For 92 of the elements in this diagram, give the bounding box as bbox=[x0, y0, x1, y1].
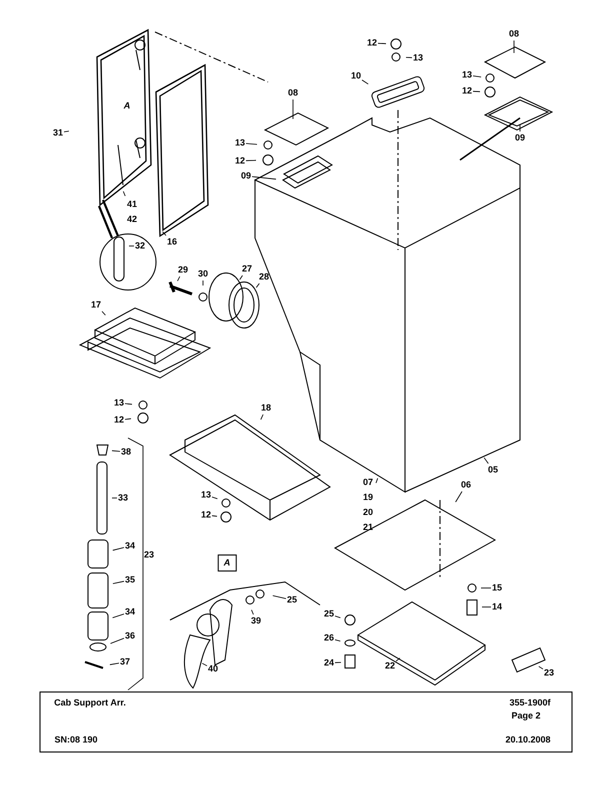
leader-line bbox=[378, 42, 386, 44]
callout-number: 06 bbox=[461, 480, 471, 490]
callout-number: 13 bbox=[235, 138, 245, 148]
leader-line bbox=[212, 515, 218, 517]
callout-number: 09 bbox=[241, 170, 251, 182]
callout-number: 28 bbox=[259, 272, 269, 282]
callout-number: 23 bbox=[544, 668, 554, 678]
leader-line bbox=[292, 99, 294, 120]
callout-number: 05 bbox=[488, 464, 498, 476]
callout-number: 17 bbox=[91, 300, 101, 310]
callout-number: 30 bbox=[198, 268, 208, 280]
callout-number: 09 bbox=[515, 132, 525, 144]
leader-line bbox=[124, 403, 132, 405]
drawing-number: 355-1900f bbox=[509, 698, 551, 708]
leader-line bbox=[272, 595, 286, 599]
callout-number: 13 bbox=[201, 490, 211, 500]
callout-number: 29 bbox=[178, 264, 188, 276]
leader-line bbox=[376, 478, 378, 484]
callout-number: 15 bbox=[492, 582, 502, 594]
callout-number: 14 bbox=[492, 602, 502, 612]
callout-number: 12 bbox=[235, 156, 245, 166]
leader-line bbox=[455, 491, 462, 502]
callout-number: 13 bbox=[413, 52, 423, 64]
leader-line bbox=[110, 662, 120, 666]
callout-number: 16 bbox=[167, 236, 177, 248]
callout-number: 33 bbox=[118, 492, 128, 504]
leader-line bbox=[472, 90, 480, 92]
leader-line bbox=[162, 231, 166, 236]
callout-number: 35 bbox=[125, 574, 135, 586]
callout-number: 22 bbox=[385, 660, 395, 672]
callout-number: 10 bbox=[351, 70, 361, 82]
leader-line bbox=[482, 606, 492, 608]
leader-line bbox=[202, 280, 204, 286]
leader-line bbox=[256, 283, 260, 288]
view-label: A bbox=[124, 100, 130, 112]
callout-number: 32 bbox=[135, 240, 145, 252]
leader-line bbox=[122, 191, 126, 196]
serial-number: SN:08 190 bbox=[54, 734, 98, 746]
callout-number: 37 bbox=[120, 656, 130, 668]
callout-number: 13 bbox=[462, 70, 472, 80]
leader-line bbox=[112, 580, 124, 584]
date: 20.10.2008 bbox=[505, 734, 551, 746]
callout-number: 40 bbox=[208, 664, 218, 674]
leader-line bbox=[110, 638, 124, 644]
callout-number: 12 bbox=[201, 510, 211, 520]
leader-line bbox=[334, 662, 342, 664]
callout-number: 27 bbox=[242, 264, 252, 274]
leader-line bbox=[177, 276, 180, 282]
leader-line bbox=[538, 666, 544, 670]
callout-number: 12 bbox=[462, 86, 472, 96]
leader-line bbox=[260, 414, 264, 420]
leader-line bbox=[406, 57, 412, 58]
callout-number: 34 bbox=[125, 540, 135, 552]
callout-number: 18 bbox=[261, 402, 271, 414]
callout-number: 31 bbox=[53, 128, 63, 138]
leader-line bbox=[112, 547, 124, 551]
callout-number: 08 bbox=[509, 28, 519, 40]
callout-number: 38 bbox=[121, 446, 131, 458]
leader-line bbox=[362, 80, 369, 84]
page-number: Page 2 bbox=[511, 710, 541, 722]
callout-number: 24 bbox=[324, 658, 334, 668]
callout-number: 41 42 bbox=[125, 197, 139, 227]
leader-line bbox=[472, 76, 482, 78]
leader-line bbox=[246, 143, 258, 145]
callout-number: 25 bbox=[287, 594, 297, 606]
callout-number: 12 bbox=[367, 38, 377, 48]
callout-number: 26 bbox=[324, 632, 334, 644]
leader-line bbox=[102, 311, 106, 316]
leader-line bbox=[251, 610, 254, 615]
leader-line bbox=[112, 614, 124, 618]
leader-line bbox=[246, 160, 256, 162]
leader-line bbox=[202, 662, 208, 666]
callout-number: 13 bbox=[114, 398, 124, 408]
callout-number: 25 bbox=[324, 608, 334, 620]
leader-line bbox=[112, 450, 120, 452]
leader-line bbox=[334, 639, 341, 642]
leader-line bbox=[252, 176, 276, 180]
leader-line bbox=[212, 496, 218, 500]
leader-line bbox=[124, 418, 132, 420]
leader-line bbox=[64, 130, 70, 132]
callout-number: 34 bbox=[125, 606, 135, 618]
view-label: A bbox=[218, 554, 236, 572]
callout-number: 08 bbox=[288, 88, 298, 98]
callout-number: 23 bbox=[144, 550, 154, 560]
leader-line bbox=[396, 658, 400, 662]
leader-line bbox=[239, 275, 243, 280]
callout-number: 36 bbox=[125, 630, 135, 642]
leader-line bbox=[484, 457, 489, 464]
leader-line bbox=[334, 616, 341, 618]
drawing-title: Cab Support Arr. bbox=[54, 698, 126, 708]
callout-number: 12 bbox=[114, 414, 124, 426]
callout-number: 39 bbox=[251, 616, 261, 626]
